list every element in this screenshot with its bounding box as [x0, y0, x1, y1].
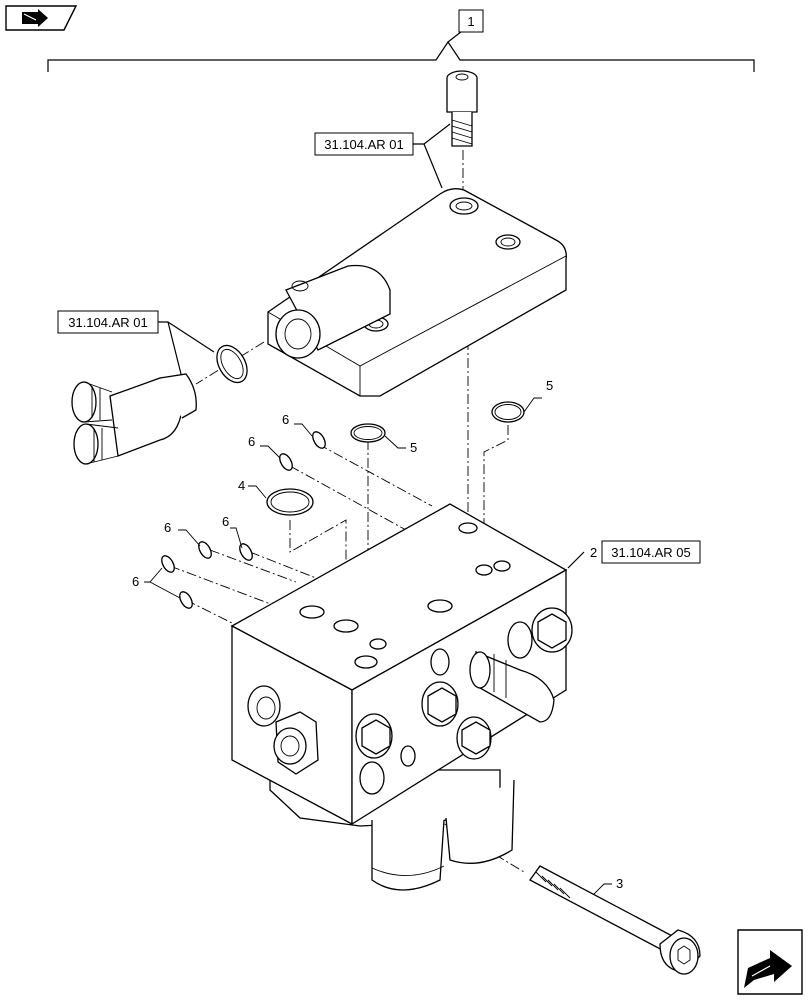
mounting-bolt — [529, 865, 701, 975]
tee-fitting-reference[interactable]: 31.104.AR 01 — [57, 310, 159, 334]
next-page-icon[interactable] — [737, 929, 803, 995]
callout-2: 2 — [590, 545, 597, 560]
callout-6e: 6 — [132, 574, 139, 589]
o-ring-5b — [491, 401, 525, 423]
o-ring-5a — [350, 423, 386, 443]
cover-plate — [267, 188, 567, 397]
callout-5-lower: 5 — [410, 440, 417, 455]
callout-6a: 6 — [282, 412, 289, 427]
top-cap-screw — [446, 70, 478, 147]
assembly-bracket — [47, 27, 755, 72]
top-screw-leader — [413, 123, 451, 189]
tee-fitting — [71, 373, 197, 465]
svg-text:1: 1 — [467, 14, 474, 29]
valve-block-leader — [567, 551, 585, 569]
o-ring-4 — [266, 488, 314, 516]
callout-6c: 6 — [164, 520, 171, 535]
o-ring-fitting — [216, 344, 248, 384]
callout-6d: 6 — [222, 514, 229, 529]
svg-text:31.104.AR 01: 31.104.AR 01 — [68, 315, 148, 330]
callout-3: 3 — [616, 876, 623, 891]
o-ring-6-set — [161, 431, 326, 609]
callout-5-upper: 5 — [546, 378, 553, 393]
callout-1: 1 — [458, 9, 484, 33]
callout-4: 4 — [238, 478, 245, 493]
previous-page-icon[interactable] — [5, 5, 78, 31]
callout-6b: 6 — [248, 434, 255, 449]
valve-block-reference[interactable]: 31.104.AR 05 — [601, 540, 701, 564]
svg-text:31.104.AR 05: 31.104.AR 05 — [611, 545, 691, 560]
top-screw-reference[interactable]: 31.104.AR 01 — [314, 132, 414, 156]
valve-block — [230, 503, 573, 891]
callout-leaders — [144, 397, 612, 897]
tee-fitting-leader — [158, 321, 215, 379]
svg-text:31.104.AR 01: 31.104.AR 01 — [324, 137, 404, 152]
